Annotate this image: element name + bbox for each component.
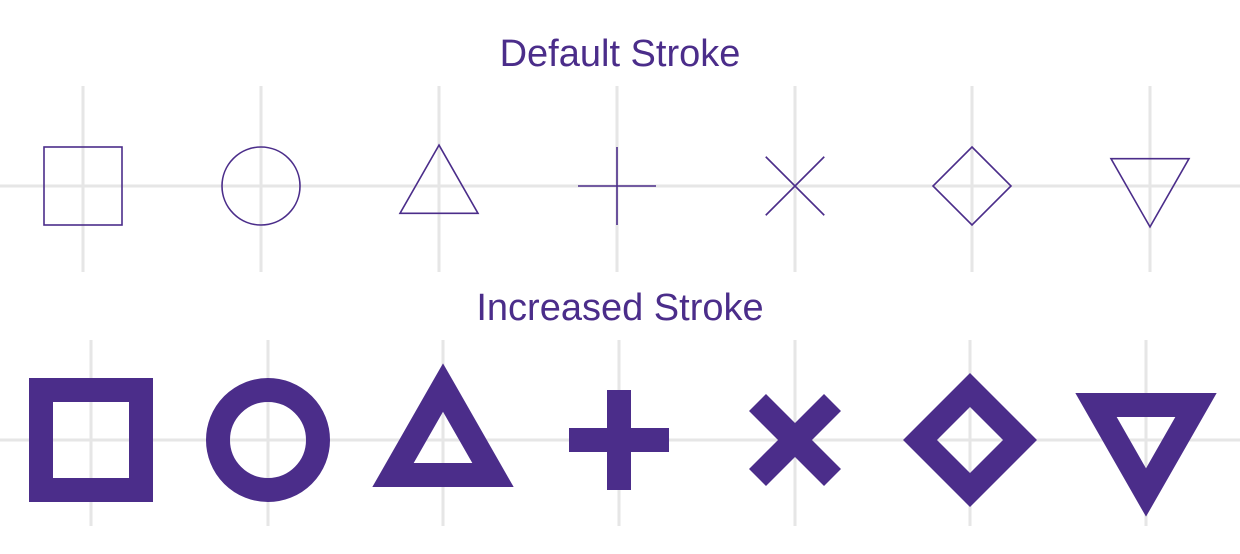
diamond-icon bbox=[931, 145, 1013, 227]
default-stroke-panel bbox=[0, 86, 1240, 272]
triangle-icon bbox=[372, 363, 514, 487]
square-icon bbox=[43, 146, 123, 226]
x-icon bbox=[765, 156, 825, 216]
triangle-down-icon bbox=[1109, 157, 1191, 229]
diamond-icon bbox=[903, 373, 1037, 507]
circle-icon bbox=[221, 146, 301, 226]
circle-icon bbox=[206, 378, 330, 502]
square-icon bbox=[29, 378, 153, 502]
triangle-down-icon bbox=[1075, 393, 1217, 517]
section-title-default-stroke: Default Stroke bbox=[499, 33, 741, 75]
plus-icon bbox=[578, 147, 656, 225]
plus-icon bbox=[569, 390, 669, 490]
grid-lines bbox=[0, 86, 1240, 272]
triangle-icon bbox=[398, 143, 480, 215]
increased-stroke-panel bbox=[0, 340, 1240, 526]
section-title-increased-stroke: Increased Stroke bbox=[476, 287, 764, 329]
x-icon bbox=[749, 394, 841, 486]
